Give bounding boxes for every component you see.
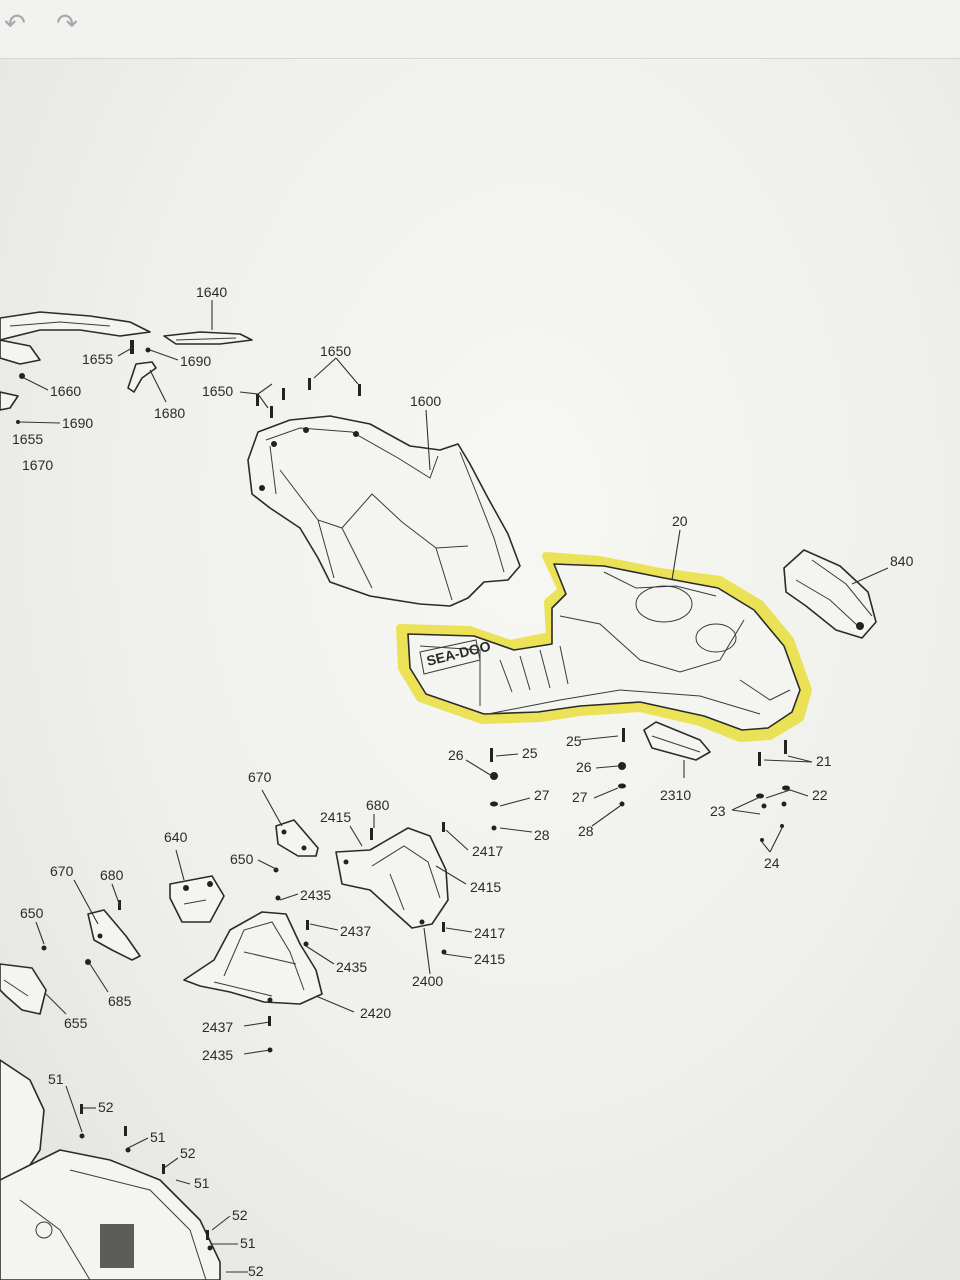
callout-26: 26 (576, 759, 592, 775)
part-650-655 (0, 867, 279, 1015)
callout-1670: 1670 (22, 457, 53, 473)
callout-680: 680 (100, 867, 124, 883)
callout-2435: 2435 (202, 1047, 233, 1063)
callout-22: 22 (812, 787, 828, 803)
callout-670: 670 (248, 769, 272, 785)
callout-680: 680 (366, 797, 390, 813)
callout-2435: 2435 (300, 887, 331, 903)
callout-24: 24 (764, 855, 780, 871)
callout-1655: 1655 (12, 431, 43, 447)
part-1600 (247, 415, 521, 607)
part-2400 (335, 827, 449, 929)
part-20-highlighted: SEA-DOO (396, 552, 812, 742)
undo-arrow-icon: ↶ (4, 8, 26, 38)
callout-28: 28 (534, 827, 550, 843)
callout-2400: 2400 (412, 973, 443, 989)
callout-2435: 2435 (336, 959, 367, 975)
callout-23: 23 (710, 803, 726, 819)
callout-51: 51 (240, 1235, 256, 1251)
part-670-upper (275, 819, 373, 857)
callout-1650: 1650 (202, 383, 233, 399)
callout-26: 26 (448, 747, 464, 763)
callout-2415: 2415 (320, 809, 351, 825)
callout-25: 25 (522, 745, 538, 761)
callout-840: 840 (890, 553, 914, 569)
callout-2437: 2437 (202, 1019, 233, 1035)
callout-27: 27 (572, 789, 588, 805)
callout-labels: 1640 1655 1690 1660 1680 1690 1655 1670 … (12, 284, 914, 1279)
part-2310 (643, 721, 711, 761)
callout-2417: 2417 (472, 843, 503, 859)
callout-52: 52 (98, 1099, 114, 1115)
callout-51: 51 (150, 1129, 166, 1145)
callout-20: 20 (672, 513, 688, 529)
callout-685: 685 (108, 993, 132, 1009)
callout-1690: 1690 (180, 353, 211, 369)
callout-52: 52 (232, 1207, 248, 1223)
part-2420 (183, 911, 323, 1005)
callout-1690: 1690 (62, 415, 93, 431)
leader-lines (19, 300, 889, 1273)
redo-button[interactable]: ↷ (52, 8, 82, 38)
callout-1650: 1650 (320, 343, 351, 359)
part-670-lower (87, 900, 141, 961)
callout-1680: 1680 (154, 405, 185, 421)
callout-2417: 2417 (474, 925, 505, 941)
callout-27: 27 (534, 787, 550, 803)
part-840 (783, 549, 877, 639)
callout-51: 51 (194, 1175, 210, 1191)
callout-640: 640 (164, 829, 188, 845)
callout-2415: 2415 (474, 951, 505, 967)
callout-28: 28 (578, 823, 594, 839)
callout-1655: 1655 (82, 351, 113, 367)
hull-fragment (0, 1059, 221, 1280)
callout-2437: 2437 (340, 923, 371, 939)
callout-650: 650 (230, 851, 254, 867)
hardware-21-28 (490, 728, 790, 842)
callout-52: 52 (180, 1145, 196, 1161)
callout-2420: 2420 (360, 1005, 391, 1021)
callout-1640: 1640 (196, 284, 227, 300)
callout-670: 670 (50, 863, 74, 879)
callout-2310: 2310 (660, 787, 691, 803)
screws-1650 (256, 378, 361, 418)
toolbar: ↶ ↷ (0, 0, 960, 59)
callout-1600: 1600 (410, 393, 441, 409)
callout-21: 21 (816, 753, 832, 769)
callout-650: 650 (20, 905, 44, 921)
callout-2415: 2415 (470, 879, 501, 895)
part-1640-assembly (0, 311, 253, 424)
callout-52: 52 (248, 1263, 264, 1279)
callout-655: 655 (64, 1015, 88, 1031)
part-640 (169, 875, 225, 923)
callout-25: 25 (566, 733, 582, 749)
undo-button[interactable]: ↶ (0, 8, 30, 38)
callout-1660: 1660 (50, 383, 81, 399)
redo-arrow-icon: ↷ (56, 8, 78, 38)
callout-51: 51 (48, 1071, 64, 1087)
